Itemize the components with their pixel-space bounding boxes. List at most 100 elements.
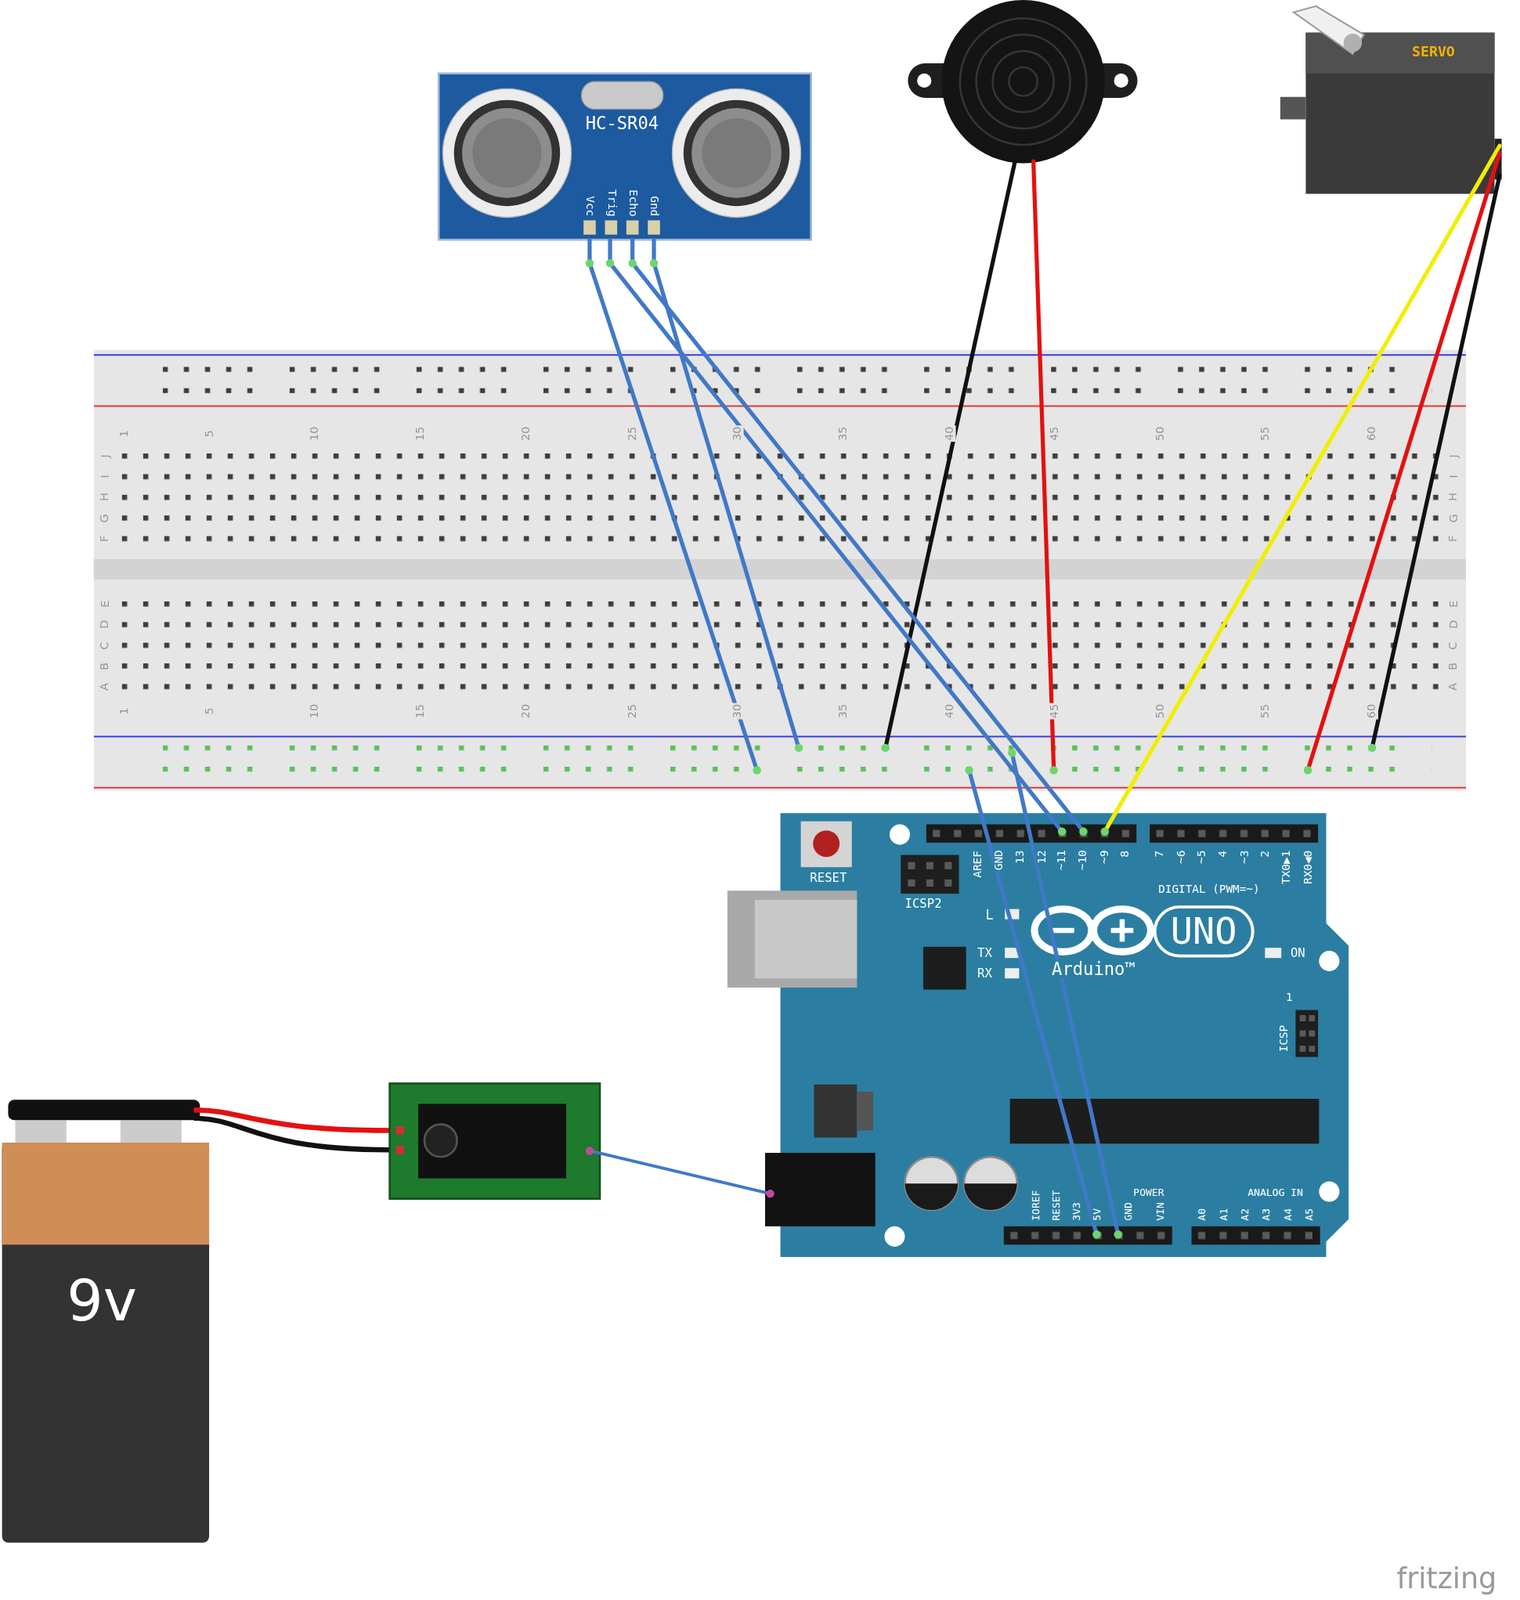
ultrasonic-sensor-art — [605, 220, 618, 235]
ultrasonic-sensor-art — [583, 220, 596, 235]
servo-art — [1293, 6, 1365, 55]
pin-label: ~9 — [1098, 848, 1112, 865]
breadboard-art — [93, 404, 1466, 407]
pin-label: 12 — [1035, 848, 1048, 865]
breadboard-art — [93, 736, 1466, 738]
row-letter: F — [99, 534, 112, 543]
wire-end — [964, 765, 973, 774]
power-supply-art — [418, 1104, 567, 1179]
breadboard: 151015202530354045505560JIHGFJIHGFEDCBAE… — [93, 350, 1466, 791]
breadboard-art — [93, 787, 1466, 789]
column-number: 15 — [414, 425, 427, 442]
pin-label: A0 — [1195, 1206, 1207, 1221]
power-supply-art — [389, 1083, 600, 1199]
pin-label: 4 — [1216, 848, 1230, 858]
column-number: 40 — [943, 703, 957, 720]
wire-end — [752, 765, 761, 774]
row-letter: J — [98, 453, 112, 459]
row-letter: J — [1447, 453, 1461, 459]
arduino-art — [1264, 947, 1282, 958]
jumper-wire — [610, 239, 1062, 832]
power-supply-art — [585, 1146, 594, 1155]
breadboard-art — [93, 350, 1466, 791]
ultrasonic-sensor-art — [691, 108, 782, 199]
row-letter: A — [1447, 682, 1460, 692]
arduino-art — [1034, 909, 1092, 953]
wire-end — [1114, 1230, 1123, 1239]
arduino-art — [1003, 1226, 1173, 1245]
column-number: 1 — [118, 706, 131, 716]
arduino-art — [1149, 824, 1318, 843]
arduino-art — [907, 879, 915, 887]
row-letter: H — [1447, 491, 1461, 502]
column-number: 25 — [626, 425, 640, 442]
arduino-art — [1149, 824, 1318, 843]
arduino-art — [812, 830, 840, 857]
pin-label: Trig — [604, 187, 618, 217]
arduino-art — [1308, 1030, 1315, 1037]
arduino-art — [1295, 1010, 1318, 1058]
pin-label: A3 — [1260, 1206, 1272, 1221]
pin-label: Vcc — [583, 194, 596, 217]
pin-label: 3V3 — [1070, 1200, 1082, 1221]
arduino-board: RESETAREFGND1312~11~10~987~6~54~32TX0▶1R… — [780, 812, 1350, 1257]
buzzer-art — [881, 0, 1138, 775]
arduino-art — [814, 1084, 858, 1138]
column-number: 60 — [1365, 425, 1379, 442]
row-letter: I — [98, 473, 112, 480]
power-supply-art — [395, 1126, 404, 1134]
row-letter: B — [98, 661, 112, 672]
led-label: RX — [976, 966, 993, 980]
row-letter: E — [98, 599, 112, 609]
pin-label: Echo — [625, 187, 639, 217]
row-letter: B — [1447, 661, 1460, 672]
header-label: ICSP — [1278, 1024, 1291, 1054]
pin-label: 13 — [1014, 848, 1027, 865]
arduino-art — [754, 899, 857, 979]
column-number: 5 — [202, 706, 216, 716]
pin-label: A4 — [1281, 1206, 1293, 1221]
column-number: 60 — [1365, 703, 1379, 720]
arduino-art — [1119, 919, 1126, 943]
ultrasonic-sensor-art — [683, 100, 790, 206]
power-supply-art — [2, 1142, 210, 1543]
power-supply-art — [194, 1118, 390, 1150]
jumper-wire — [632, 239, 1084, 832]
arduino-art — [856, 1091, 874, 1131]
power-supply-art — [2, 1142, 210, 1245]
arduino-art — [1318, 1181, 1340, 1203]
breadboard-art — [93, 350, 1466, 791]
pin-label: ~10 — [1077, 848, 1091, 871]
header-label: ANALOG IN — [1246, 1185, 1304, 1197]
arduino-art — [926, 879, 934, 887]
power-supply-art — [7, 1099, 200, 1120]
wire-end — [1079, 826, 1087, 835]
column-number: 25 — [626, 703, 640, 720]
row-letter: C — [1447, 640, 1460, 651]
ultrasonic-sensor-art — [581, 81, 664, 109]
power-supply-art — [15, 1119, 67, 1143]
buzzer-art — [917, 73, 932, 88]
pin-label: 5V — [1090, 1206, 1102, 1221]
wire-end — [649, 259, 658, 268]
jumper-wire — [589, 239, 758, 770]
jumper-wire — [1104, 145, 1500, 831]
ultrasonic-sensor-art — [626, 220, 640, 235]
part-label: HC-SR04 — [584, 113, 660, 133]
wire-end — [1303, 765, 1312, 774]
pin-label: 7 — [1153, 848, 1167, 858]
arduino-art — [889, 824, 910, 845]
column-number: 1 — [118, 429, 131, 439]
breadboard-art — [93, 353, 1466, 356]
arduino-art — [1299, 1014, 1307, 1022]
row-letter: C — [98, 640, 112, 651]
buzzer-art — [1049, 765, 1058, 774]
pin-label: IOREF — [1029, 1188, 1041, 1222]
jumper-wire — [1371, 175, 1500, 748]
column-number: 15 — [414, 703, 427, 720]
row-letter: D — [99, 618, 112, 630]
led-label: TX — [976, 945, 993, 960]
wire-end — [628, 259, 636, 268]
